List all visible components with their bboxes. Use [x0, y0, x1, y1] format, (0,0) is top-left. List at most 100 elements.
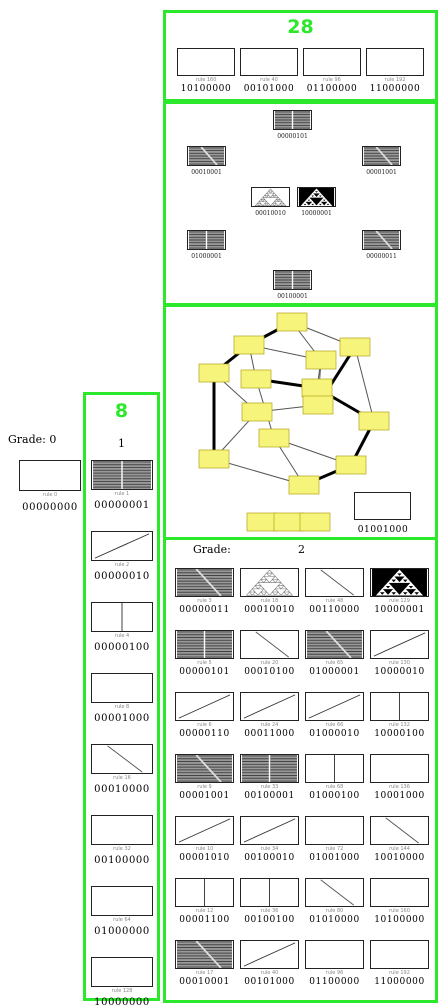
grade1-rule-bits: 00000001: [94, 500, 150, 511]
grade2-rule-thumbnail[interactable]: [240, 940, 299, 969]
grade2-rule-caption: rule 10: [195, 846, 214, 852]
network-node[interactable]: [233, 335, 265, 355]
grade2-rule-thumbnail[interactable]: [240, 630, 299, 659]
grade2-rule-bits: 01000100: [309, 791, 360, 801]
grade1-rule-bits: 10000000: [94, 997, 150, 1005]
grade2-rule-thumbnail[interactable]: [240, 692, 299, 721]
grade1-rule-caption: rule 2: [114, 562, 130, 568]
grade2-rule-thumbnail[interactable]: [175, 940, 234, 969]
grade0-rule-thumbnail[interactable]: [19, 460, 81, 491]
network-node[interactable]: [358, 411, 390, 431]
grade2-rule-bits: 10000100: [374, 729, 425, 739]
grade2-rule-thumbnail[interactable]: [240, 568, 299, 597]
network-node[interactable]: [258, 428, 290, 448]
grade1-rule-thumbnail[interactable]: [91, 744, 153, 774]
grade2-rule-bits: 00010010: [244, 605, 295, 615]
top-row-rule-thumbnail[interactable]: [303, 48, 361, 76]
network-node[interactable]: [241, 402, 273, 422]
grade2-rule-caption: rule 40: [260, 970, 279, 976]
grade2-rule-caption: rule 68: [325, 784, 344, 790]
grade2-rule-caption: rule 72: [325, 846, 344, 852]
grade2-rule-bits: 00001100: [179, 915, 230, 925]
grade2-rule-thumbnail[interactable]: [370, 630, 429, 659]
grade2-rule-bits: 00010100: [244, 667, 295, 677]
neighborhood-rule-thumbnail[interactable]: [187, 230, 226, 250]
network-node[interactable]: [302, 395, 334, 415]
network-node[interactable]: [305, 350, 337, 370]
grade2-rule-thumbnail[interactable]: [305, 754, 364, 783]
grade2-rule-thumbnail[interactable]: [175, 878, 234, 907]
grade2-rule-thumbnail[interactable]: [305, 940, 364, 969]
network-node[interactable]: [273, 512, 305, 532]
grade2-rule-thumbnail[interactable]: [240, 754, 299, 783]
grade2-rule-thumbnail[interactable]: [305, 816, 364, 845]
grade2-rule-thumbnail[interactable]: [305, 878, 364, 907]
network-node[interactable]: [240, 369, 272, 389]
grade2-rule-thumbnail[interactable]: [370, 816, 429, 845]
grade1-rule-thumbnail[interactable]: [91, 602, 153, 632]
neighborhood-rule-thumbnail[interactable]: [362, 146, 401, 166]
grade2-rule-thumbnail[interactable]: [370, 692, 429, 721]
grade2-rule-caption: rule 36: [260, 908, 279, 914]
network-node[interactable]: [198, 449, 230, 469]
grade2-rule-thumbnail[interactable]: [370, 568, 429, 597]
top-row-rule-bits: 00101000: [243, 84, 295, 94]
grade2-rule-thumbnail[interactable]: [240, 816, 299, 845]
top-row-rule-thumbnail[interactable]: [240, 48, 298, 76]
neighborhood-rule-thumbnail[interactable]: [362, 230, 401, 250]
neighborhood-rule-thumbnail[interactable]: [273, 110, 312, 130]
neighborhood-rule-thumbnail[interactable]: [251, 187, 290, 207]
top-row-rule-caption: rule 40: [260, 77, 278, 83]
grade2-rule-bits: 10100000: [374, 915, 425, 925]
neighborhood-rule-bits: 00000101: [277, 133, 308, 140]
grade2-rule-thumbnail[interactable]: [370, 754, 429, 783]
grade2-rule-bits: 01100000: [309, 977, 360, 987]
network-node[interactable]: [246, 512, 278, 532]
grade2-rule-thumbnail[interactable]: [240, 878, 299, 907]
grade2-rule-thumbnail[interactable]: [305, 692, 364, 721]
top-row-rule-bits: 01100000: [306, 84, 358, 94]
grade2-rule-caption: rule 144: [389, 846, 410, 852]
network-extra-thumbnail[interactable]: [354, 492, 411, 520]
grade2-rule-thumbnail[interactable]: [305, 568, 364, 597]
neighborhood-rule-bits: 01000001: [191, 253, 222, 260]
neighborhood-rule-thumbnail[interactable]: [187, 146, 226, 166]
network-node[interactable]: [198, 363, 230, 383]
network-node[interactable]: [335, 455, 367, 475]
grade2-rule-caption: rule 80: [325, 908, 344, 914]
network-node[interactable]: [276, 312, 308, 332]
grade2-rule-thumbnail[interactable]: [305, 630, 364, 659]
grade2-rule-thumbnail[interactable]: [175, 816, 234, 845]
grade2-rule-thumbnail[interactable]: [175, 754, 234, 783]
grade1-rule-bits: 00000100: [94, 642, 150, 653]
top-row-rule-thumbnail[interactable]: [177, 48, 235, 76]
grade1-rule-thumbnail[interactable]: [91, 531, 153, 561]
grade1-rule-bits: 00001000: [94, 713, 150, 724]
network-node[interactable]: [299, 512, 331, 532]
grade2-rule-thumbnail[interactable]: [370, 878, 429, 907]
network-node[interactable]: [301, 378, 333, 398]
network-node[interactable]: [288, 475, 320, 495]
neighborhood-rule-thumbnail[interactable]: [297, 187, 336, 207]
grade2-rule-caption: rule 34: [260, 846, 279, 852]
network-node[interactable]: [339, 337, 371, 357]
grade2-rule-thumbnail[interactable]: [175, 568, 234, 597]
grade2-rule-thumbnail[interactable]: [175, 630, 234, 659]
grade2-rule-bits: 00010001: [179, 977, 230, 987]
grade2-rule-bits: 11000000: [374, 977, 425, 987]
grade2-rule-caption: rule 66: [325, 722, 344, 728]
grade2-rule-thumbnail[interactable]: [175, 692, 234, 721]
grade2-rule-caption: rule 18: [260, 598, 279, 604]
grade1-rule-caption: rule 64: [113, 917, 131, 923]
grade2-rule-bits: 10000001: [374, 605, 425, 615]
grade1-rule-thumbnail[interactable]: [91, 673, 153, 703]
grade2-rule-caption: rule 130: [389, 660, 410, 666]
grade1-rule-thumbnail[interactable]: [91, 460, 153, 490]
grade1-rule-thumbnail[interactable]: [91, 957, 153, 987]
grade2-rule-bits: 00100010: [244, 853, 295, 863]
neighborhood-rule-thumbnail[interactable]: [273, 270, 312, 290]
grade2-rule-thumbnail[interactable]: [370, 940, 429, 969]
grade1-rule-thumbnail[interactable]: [91, 815, 153, 845]
grade1-rule-thumbnail[interactable]: [91, 886, 153, 916]
top-row-rule-thumbnail[interactable]: [366, 48, 424, 76]
